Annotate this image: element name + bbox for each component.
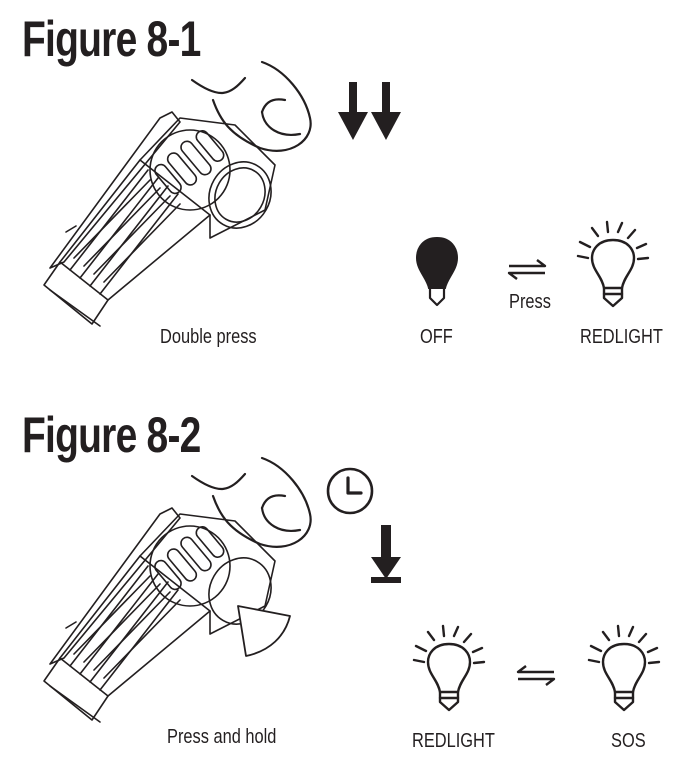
bulb-off-icon [415, 236, 459, 307]
bulb-on-icon [576, 220, 650, 308]
state-to-label: REDLIGHT [580, 326, 663, 348]
swap-arrows-icon [507, 259, 547, 280]
figure-title: Figure 8-2 [22, 407, 201, 463]
action-label: Double press [160, 326, 257, 348]
swap-arrows-icon [516, 665, 556, 686]
clock-icon [326, 467, 374, 515]
state-from-label: REDLIGHT [412, 730, 495, 752]
figure-title: Figure 8-1 [22, 11, 201, 67]
flashlight-illustration [43, 456, 312, 723]
bulb-on-icon [587, 624, 661, 712]
flashlight-illustration [43, 60, 312, 327]
state-to-label: SOS [611, 730, 646, 752]
bulb-on-icon [412, 624, 486, 712]
action-label: Press and hold [167, 726, 277, 748]
double-down-arrow-icon [338, 82, 401, 140]
arrow-label: Press [509, 291, 551, 313]
press-down-arrow-icon [371, 525, 401, 583]
state-from-label: OFF [420, 326, 453, 348]
